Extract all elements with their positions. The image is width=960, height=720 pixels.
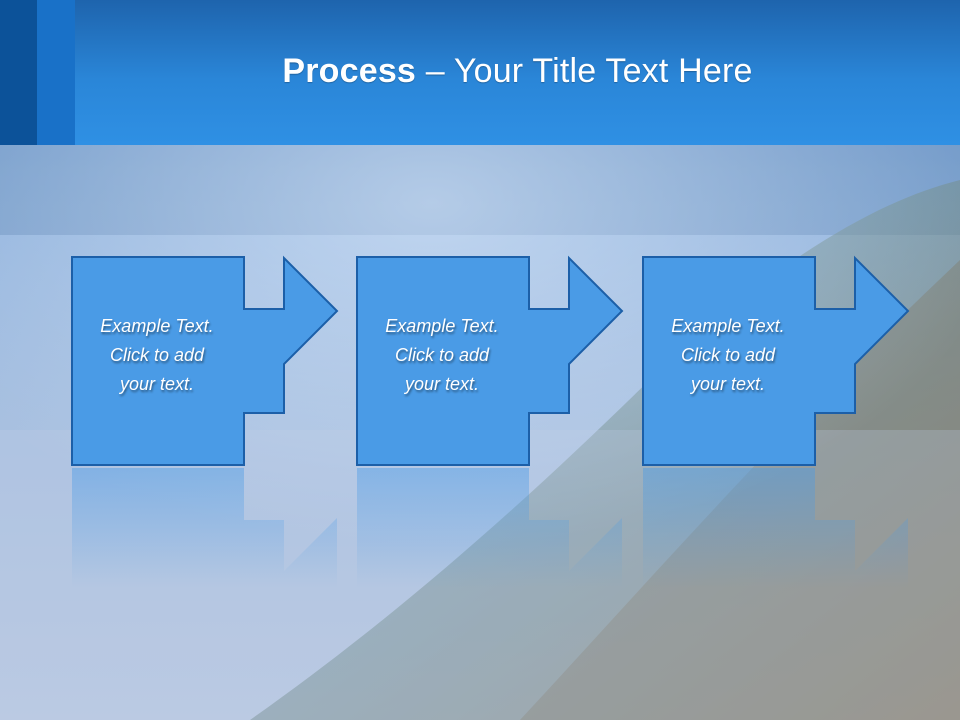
step-text[interactable]: Example Text. Click to add your text. — [356, 312, 528, 399]
step-reflection — [357, 468, 622, 588]
process-step-1[interactable]: Example Text. Click to add your text. — [71, 255, 347, 588]
step-text-line: Example Text. — [385, 316, 499, 336]
step-text[interactable]: Example Text. Click to add your text. — [71, 312, 243, 399]
step-text-line: Click to add — [109, 345, 205, 365]
step-text-line: your text. — [690, 374, 766, 394]
step-reflection — [72, 468, 337, 588]
step-text-line: Example Text. — [671, 316, 785, 336]
process-step-2[interactable]: Example Text. Click to add your text. — [356, 255, 632, 588]
step-text[interactable]: Example Text. Click to add your text. — [642, 312, 814, 399]
header-stripe — [37, 0, 75, 145]
slide-title[interactable]: Process – Your Title Text Here — [75, 52, 960, 91]
arrow-callout-shape — [642, 255, 910, 466]
step-text-line: your text. — [119, 374, 195, 394]
step-text-line: Example Text. — [100, 316, 214, 336]
process-step-3[interactable]: Example Text. Click to add your text. — [642, 255, 918, 588]
arrow-callout-shape — [71, 255, 339, 466]
step-text-line: Click to add — [394, 345, 490, 365]
title-rest: – Your Title Text Here — [416, 52, 753, 90]
step-text-line: Click to add — [680, 345, 776, 365]
header-stripe — [0, 0, 37, 145]
arrow-callout-shape — [356, 255, 624, 466]
step-text-line: your text. — [404, 374, 480, 394]
step-reflection — [643, 468, 908, 588]
title-bar: Process – Your Title Text Here — [0, 0, 960, 145]
title-bold: Process — [282, 52, 417, 90]
